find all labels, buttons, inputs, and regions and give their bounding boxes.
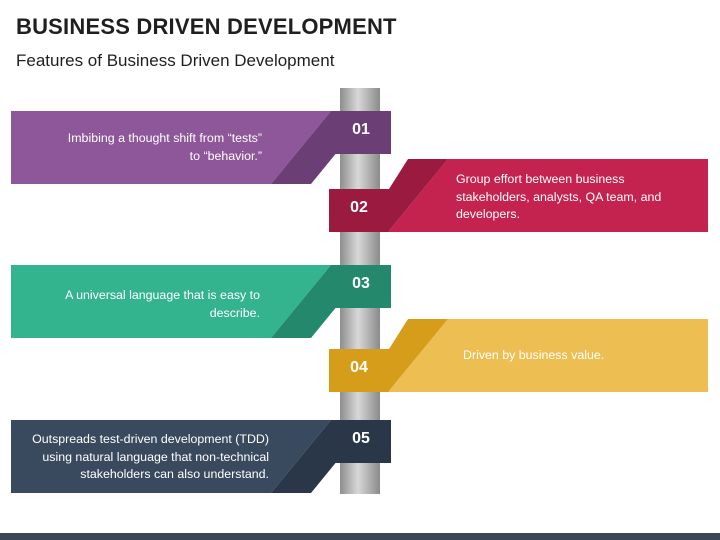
item-04-fold — [388, 319, 448, 392]
page-title: BUSINESS DRIVEN DEVELOPMENT — [16, 14, 397, 39]
item-03-text: A universal language that is easy to des… — [65, 288, 260, 320]
item-04-number: 04 — [350, 359, 368, 376]
item-03-number: 03 — [352, 275, 370, 292]
item-02-fold — [388, 159, 448, 232]
item-01-text: Imbibing a thought shift from “tests” to… — [67, 131, 262, 163]
item-02-number-tab — [329, 189, 389, 232]
page-subtitle: Features of Business Driven Development — [16, 51, 335, 70]
item-05-text: Outspreads test-driven development (TDD)… — [32, 432, 269, 481]
item-01-number-tab — [331, 111, 391, 154]
item-01-number: 01 — [352, 121, 370, 138]
item-02-text: Group effort between business stakeholde… — [456, 172, 662, 221]
item-04-banner — [388, 319, 708, 392]
item-05-banner — [11, 420, 331, 493]
item-05-number-tab — [331, 420, 391, 463]
footer-bar — [0, 533, 720, 540]
item-01-banner — [11, 111, 331, 184]
item-05-number: 05 — [352, 430, 370, 447]
item-04-number-tab — [329, 349, 389, 392]
item-03-number-tab — [331, 265, 391, 308]
item-02-number: 02 — [350, 199, 368, 216]
item-03-banner — [11, 265, 331, 338]
item-02-banner — [388, 159, 708, 232]
item-04-text: Driven by business value. — [463, 348, 605, 362]
